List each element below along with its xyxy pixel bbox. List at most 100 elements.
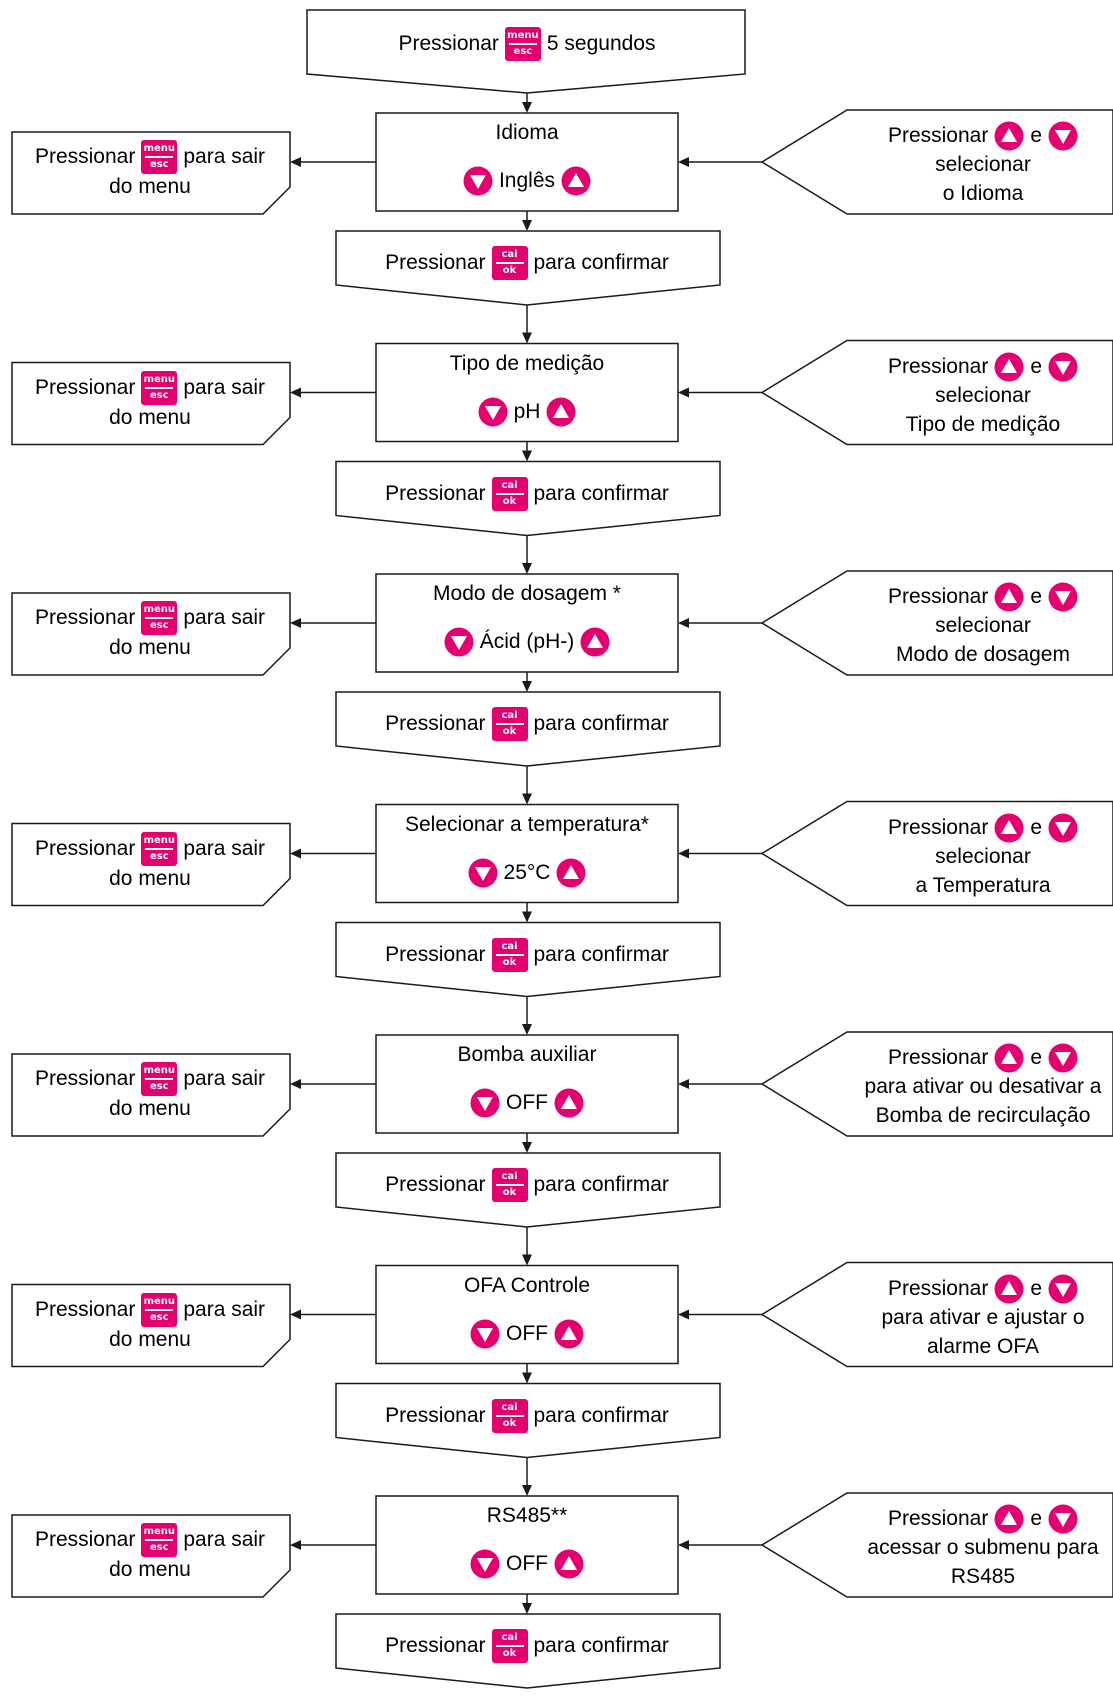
- down-arrow-icon: [1048, 352, 1078, 381]
- key-divider: [508, 43, 537, 45]
- confirm-5-action-text: para confirmar: [533, 1173, 669, 1196]
- setting-value-3: Ácid (pH-): [479, 630, 575, 653]
- hint-and-7: e: [1030, 1507, 1043, 1530]
- confirm-1-cal-ok-key-icon: cal ok: [491, 246, 528, 280]
- key-divider: [145, 1078, 174, 1080]
- key-top-label: cal: [501, 249, 518, 260]
- exit-6-pressionar: Pressionar: [34, 1297, 136, 1321]
- arrow-to-confirm-6-head: [522, 1372, 532, 1384]
- exit-2-action-text: para sair: [183, 375, 266, 399]
- key-bottom-label: esc: [150, 1081, 169, 1092]
- key-top-label: menu: [143, 604, 176, 615]
- key-bottom-label: esc: [150, 1311, 169, 1323]
- confirm-block-7: [335, 1613, 721, 1689]
- setting-value-1: Inglês: [498, 169, 556, 192]
- arrow-from-hint-5-head: [678, 1079, 689, 1089]
- key-divider: [145, 617, 174, 619]
- setting-box-4: [375, 803, 679, 904]
- hint-line2-1: selecionar: [935, 153, 1031, 176]
- hint-line2-2: selecionar: [935, 383, 1031, 407]
- confirm-1-action-text: para confirmar: [533, 251, 669, 274]
- exit-6-action-text: para sair: [183, 1297, 266, 1321]
- key-divider: [495, 953, 524, 956]
- start-pressionar: Pressionar: [398, 32, 499, 55]
- key-divider: [495, 1184, 524, 1186]
- arrow-to-exit-1-head: [290, 157, 301, 167]
- key-top-label: cal: [501, 1632, 518, 1643]
- key-bottom-label: esc: [150, 389, 169, 401]
- hint-line2-4: selecionar: [935, 844, 1031, 868]
- key-top-label: menu: [143, 1295, 176, 1307]
- key-top-label: cal: [501, 1171, 518, 1182]
- down-arrow-icon: [1048, 1043, 1078, 1073]
- arrow-to-confirm-5-head: [522, 1142, 532, 1153]
- arrow-to-confirm-7-head: [522, 1603, 532, 1614]
- up-arrow-icon: [994, 1504, 1024, 1534]
- hint-line2-3: selecionar: [935, 614, 1031, 637]
- up-arrow-icon: [546, 397, 576, 426]
- confirm-block-6: [335, 1382, 721, 1459]
- exit-7-action-text: para sair: [183, 1528, 266, 1551]
- arrow-from-hint-3-head: [678, 618, 689, 628]
- hint-box-3: [760, 570, 1113, 676]
- hint-line3-1: o Idioma: [942, 182, 1024, 205]
- up-arrow-icon: [554, 1319, 584, 1348]
- hint-box-5: [760, 1031, 1113, 1137]
- confirm-2-action-text: para confirmar: [533, 481, 669, 505]
- hint-and-2: e: [1030, 354, 1043, 378]
- down-arrow-icon: [463, 166, 493, 196]
- arrow-to-step-6-head: [522, 1254, 532, 1266]
- key-divider: [145, 1539, 174, 1541]
- key-top-label: menu: [507, 30, 539, 41]
- hint-line3-7: RS485: [950, 1565, 1016, 1588]
- down-arrow-icon: [1048, 813, 1078, 842]
- setting-box-2: [375, 342, 679, 443]
- confirm-6-action-text: para confirmar: [533, 1403, 669, 1427]
- confirm-block-3: [335, 691, 721, 767]
- setting-value-5: OFF: [506, 1091, 548, 1114]
- exit-5-action-text: para sair: [183, 1067, 266, 1090]
- exit-line2-6: do menu: [109, 1327, 191, 1351]
- up-arrow-icon: [994, 121, 1024, 151]
- arrow-to-step-7-head: [522, 1485, 532, 1496]
- up-arrow-icon: [994, 582, 1024, 612]
- key-bottom-label: ok: [502, 265, 517, 276]
- key-divider: [495, 262, 524, 264]
- down-arrow-icon: [470, 1088, 500, 1118]
- setting-value-7: OFF: [506, 1552, 548, 1575]
- hint-pressionar-4: Pressionar: [887, 815, 989, 839]
- hint-line2-5: para ativar ou desativar a: [864, 1075, 1102, 1098]
- up-arrow-icon: [994, 1274, 1024, 1303]
- confirm-5-pressionar: Pressionar: [385, 1173, 486, 1196]
- exit-4-action-text: para sair: [183, 836, 266, 860]
- up-arrow-icon: [554, 1088, 584, 1118]
- key-top-label: menu: [143, 1526, 176, 1537]
- confirm-7-action-text: para confirmar: [533, 1634, 669, 1657]
- exit-line2-2: do menu: [109, 405, 191, 429]
- setting-title-1: Idioma: [495, 121, 559, 144]
- exit-5-pressionar: Pressionar: [34, 1067, 136, 1090]
- down-arrow-icon: [1048, 121, 1078, 151]
- down-arrow-icon: [1048, 1274, 1078, 1303]
- arrow-to-exit-6-head: [290, 1309, 301, 1320]
- key-top-label: menu: [143, 143, 176, 154]
- hint-and-5: e: [1030, 1046, 1043, 1069]
- down-arrow-icon: [444, 627, 474, 657]
- up-arrow-icon: [994, 352, 1024, 381]
- confirm-4-pressionar: Pressionar: [385, 942, 486, 966]
- setting-box-7: [375, 1495, 679, 1595]
- arrow-to-exit-5-head: [290, 1079, 301, 1089]
- key-top-label: cal: [501, 710, 518, 721]
- confirm-7-pressionar: Pressionar: [385, 1634, 486, 1657]
- setting-title-6: OFA Controle: [463, 1273, 591, 1297]
- key-top-label: menu: [143, 1065, 176, 1076]
- key-bottom-label: ok: [502, 956, 517, 968]
